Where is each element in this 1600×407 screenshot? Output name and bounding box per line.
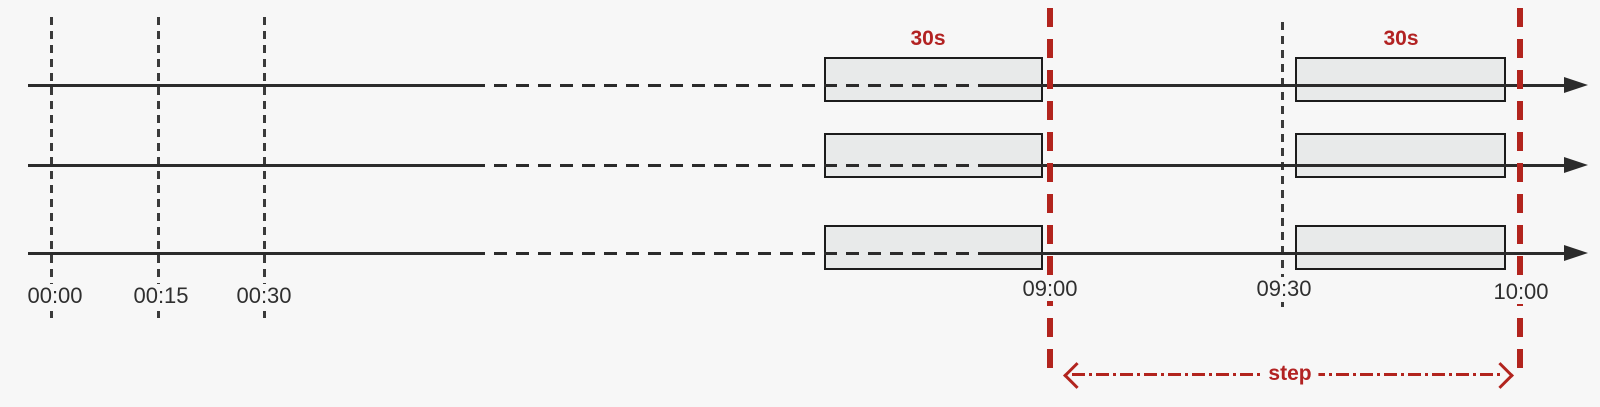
time-label-10-00: 10:00 [1488,280,1554,304]
timeline-3-arrowhead-icon [1564,245,1588,261]
timeline-2-solid-left [28,164,472,167]
sampling-window-box [824,225,1043,270]
timeline-3-solid-left [28,252,472,255]
step-arrowhead-right-icon [1487,362,1514,389]
time-label-09-30: 09:30 [1251,277,1317,301]
timeline-3-solid-right [986,252,1566,255]
time-label-00-00: 00:00 [22,284,88,308]
timeline-2-arrowhead-icon [1564,157,1588,173]
gridline-00-00 [50,17,53,318]
timeline-2-solid-right [986,164,1566,167]
timeline-1-arrowhead-icon [1564,77,1588,93]
sampling-window-box [1295,57,1506,102]
timeline-3-dashed-middle [472,252,986,255]
time-label-00-30: 00:30 [231,284,297,308]
duration-label-30s: 30s [910,27,946,50]
timeline-1-solid-right [986,84,1566,87]
gridline-00-30 [263,17,266,318]
step-arrowhead-left-icon [1063,362,1090,389]
time-label-00-15: 00:15 [128,284,194,308]
step-label: step [1261,361,1319,387]
timeline-1-dashed-middle [472,84,986,87]
sampling-window-box [1295,133,1506,178]
gridline-00-15 [157,17,160,318]
marker-10-00-line [1517,8,1523,376]
timeline-1-solid-left [28,84,472,87]
sampling-window-box [824,57,1043,102]
duration-label-30s: 30s [1383,27,1419,50]
sampling-window-box [1295,225,1506,270]
marker-09-00-line [1047,8,1053,376]
time-label-09-00: 09:00 [1017,277,1083,301]
sampling-window-box [824,133,1043,178]
timeline-2-dashed-middle [472,164,986,167]
